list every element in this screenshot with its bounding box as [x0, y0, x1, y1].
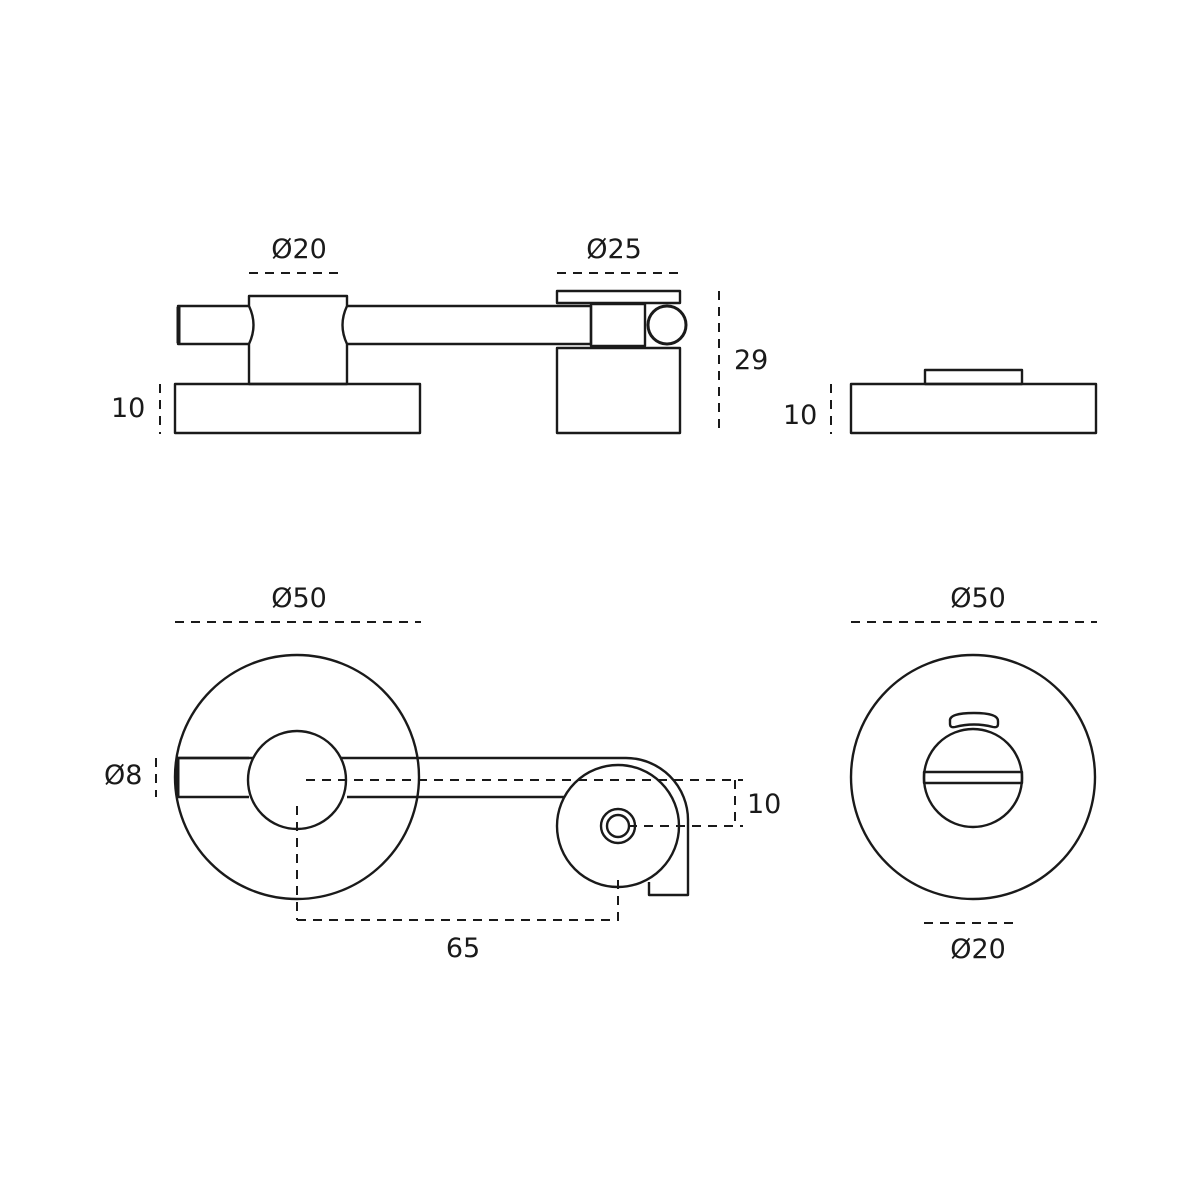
- side-knob-end-circle: [646, 304, 688, 346]
- dim-label-indicator: Ø20: [950, 934, 1006, 965]
- indicator-window: [948, 711, 1000, 729]
- side-view-indicator: 10: [783, 368, 1098, 435]
- side-indicator-top: [923, 368, 1024, 386]
- front-view-indicator: Ø50 Ø20: [849, 583, 1097, 965]
- side-base-plate-right: [849, 382, 1098, 435]
- front-view-lever: Ø50 Ø8 10 65: [104, 583, 781, 964]
- side-knob-connector: [589, 302, 647, 348]
- dim-label-side-knob: Ø25: [586, 234, 642, 265]
- dim-label-side-height: 29: [734, 345, 768, 376]
- side-knob-body: [555, 346, 682, 435]
- side-base-plate-left: [173, 382, 422, 435]
- side-lever-bar-right: [347, 304, 593, 346]
- front-lever-stub: [175, 756, 249, 799]
- dim-label-side-rose: Ø20: [271, 234, 327, 265]
- dim-label-side-base-right: 10: [783, 400, 817, 431]
- indicator-slot: [922, 770, 1024, 785]
- dim-label-front-center: 65: [446, 933, 480, 964]
- dim-label-front-offset: 10: [747, 789, 781, 820]
- dim-label-front-rose: Ø50: [271, 583, 327, 614]
- front-rose-circle: [173, 653, 421, 901]
- dim-label-side-base-left: 10: [111, 393, 145, 424]
- side-neck: [247, 294, 349, 386]
- side-view-lever: Ø20 Ø25 29 10: [111, 234, 768, 435]
- side-knob-cap: [555, 289, 682, 305]
- indicator-turn-circle: [922, 727, 1024, 829]
- side-lever-bar-left: [176, 304, 249, 346]
- dim-label-front-lever: Ø8: [104, 760, 142, 791]
- dim-label-indicator-rose: Ø50: [950, 583, 1006, 614]
- indicator-rose-circle: [849, 653, 1097, 901]
